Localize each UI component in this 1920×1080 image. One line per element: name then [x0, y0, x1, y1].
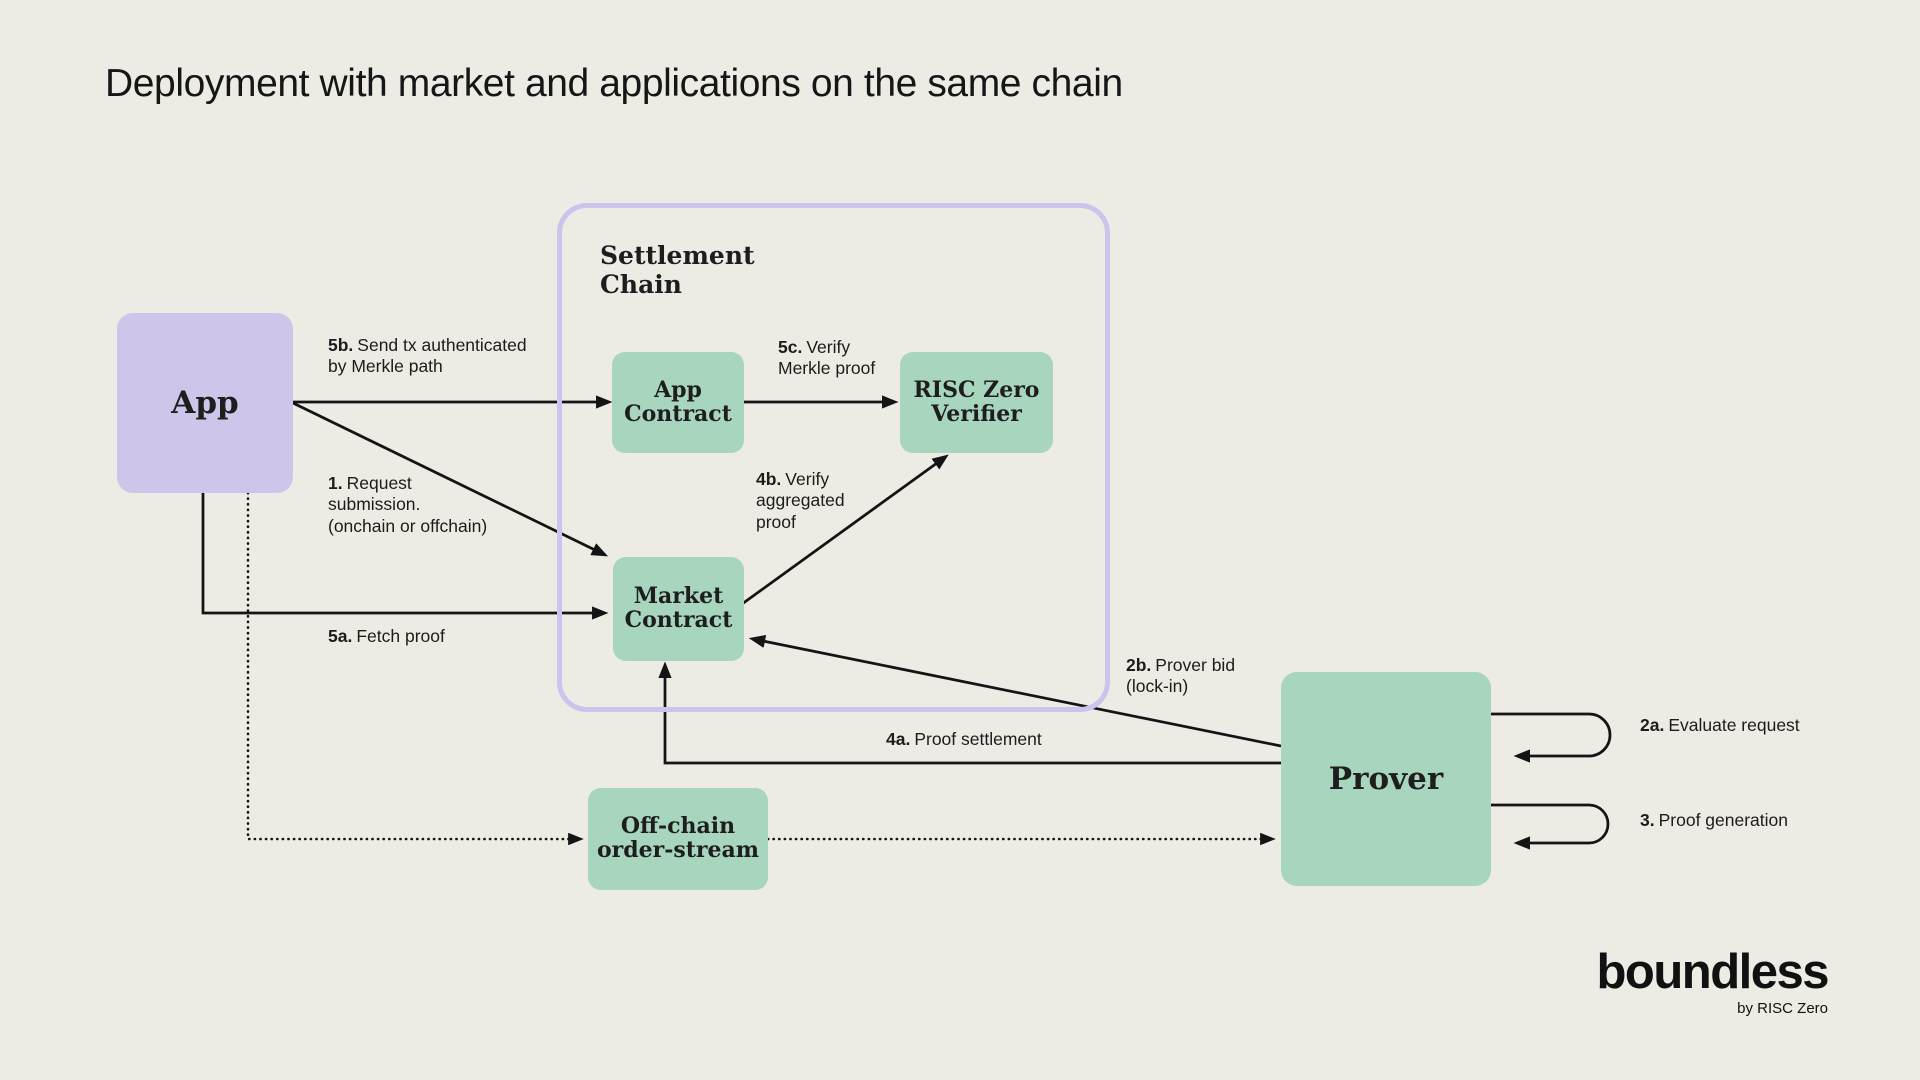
label-step-1-text: Request submission. (onchain or offchain… [328, 473, 488, 536]
label-step-5a: 5a.Fetch proof [328, 626, 445, 647]
label-step-4b: 4b.Verify aggregated proof [756, 469, 845, 533]
label-step-5b-text: Send tx authenticated by Merkle path [328, 335, 527, 377]
label-step-1: 1.Request submission. (onchain or offcha… [328, 473, 487, 537]
node-offchain-order-stream: Off-chain order-stream [588, 788, 768, 890]
settlement-chain-label: Settlement Chain [600, 241, 755, 299]
label-step-5b-number: 5b. [328, 335, 354, 355]
label-step-3-text: Proof generation [1658, 810, 1789, 830]
node-app-contract: App Contract [612, 352, 744, 453]
dotted-app-to-orderstream [246, 491, 584, 846]
label-step-3-number: 3. [1640, 810, 1655, 830]
label-step-4b-number: 4b. [756, 469, 782, 489]
label-step-2b-number: 2b. [1126, 655, 1152, 675]
node-market-contract: Market Contract [613, 557, 744, 661]
label-step-4a: 4a.Proof settlement [886, 729, 1042, 750]
arrow-4a-settlement [658, 661, 1281, 765]
node-prover: Prover [1281, 672, 1491, 886]
boundless-logo-byline: by RISC Zero [1737, 1000, 1828, 1017]
label-step-5b: 5b.Send tx authenticated by Merkle path [328, 335, 527, 378]
arrow-1-request [292, 401, 609, 557]
arrow-2a-evaluate-loop [1491, 712, 1612, 763]
settlement-chain-boundary: Settlement Chain [557, 203, 1110, 712]
label-step-1-number: 1. [328, 473, 343, 493]
label-step-5a-text: Fetch proof [356, 626, 445, 646]
arrow-3-proof-gen-loop [1491, 803, 1610, 850]
label-step-3: 3.Proof generation [1640, 810, 1788, 831]
label-step-2a-text: Evaluate request [1668, 715, 1800, 735]
label-step-4b-text: Verify aggregated proof [756, 469, 845, 532]
label-step-2a: 2a.Evaluate request [1640, 715, 1800, 736]
arrow-5a-fetch-proof [201, 493, 609, 620]
label-step-2b-text: Prover bid (lock-in) [1126, 655, 1236, 697]
label-step-2a-number: 2a. [1640, 715, 1665, 735]
node-app: App [117, 313, 293, 493]
node-risc-zero-verifier: RISC Zero Verifier [900, 352, 1053, 453]
label-step-5c-number: 5c. [778, 337, 803, 357]
boundless-logo: boundless by RISC Zero [1596, 945, 1829, 1018]
label-step-4a-text: Proof settlement [914, 729, 1042, 749]
boundless-logo-wordmark: boundless [1596, 945, 1829, 999]
arrow-2b-prover-bid [748, 634, 1282, 748]
label-step-5c-text: Verify Merkle proof [778, 337, 876, 379]
label-step-5a-number: 5a. [328, 626, 353, 646]
label-step-2b: 2b.Prover bid (lock-in) [1126, 655, 1235, 698]
arrow-4b-verify-agg [741, 454, 949, 606]
diagram-title: Deployment with market and applications … [105, 62, 1123, 105]
label-step-4a-number: 4a. [886, 729, 911, 749]
label-step-5c: 5c.Verify Merkle proof [778, 337, 875, 380]
